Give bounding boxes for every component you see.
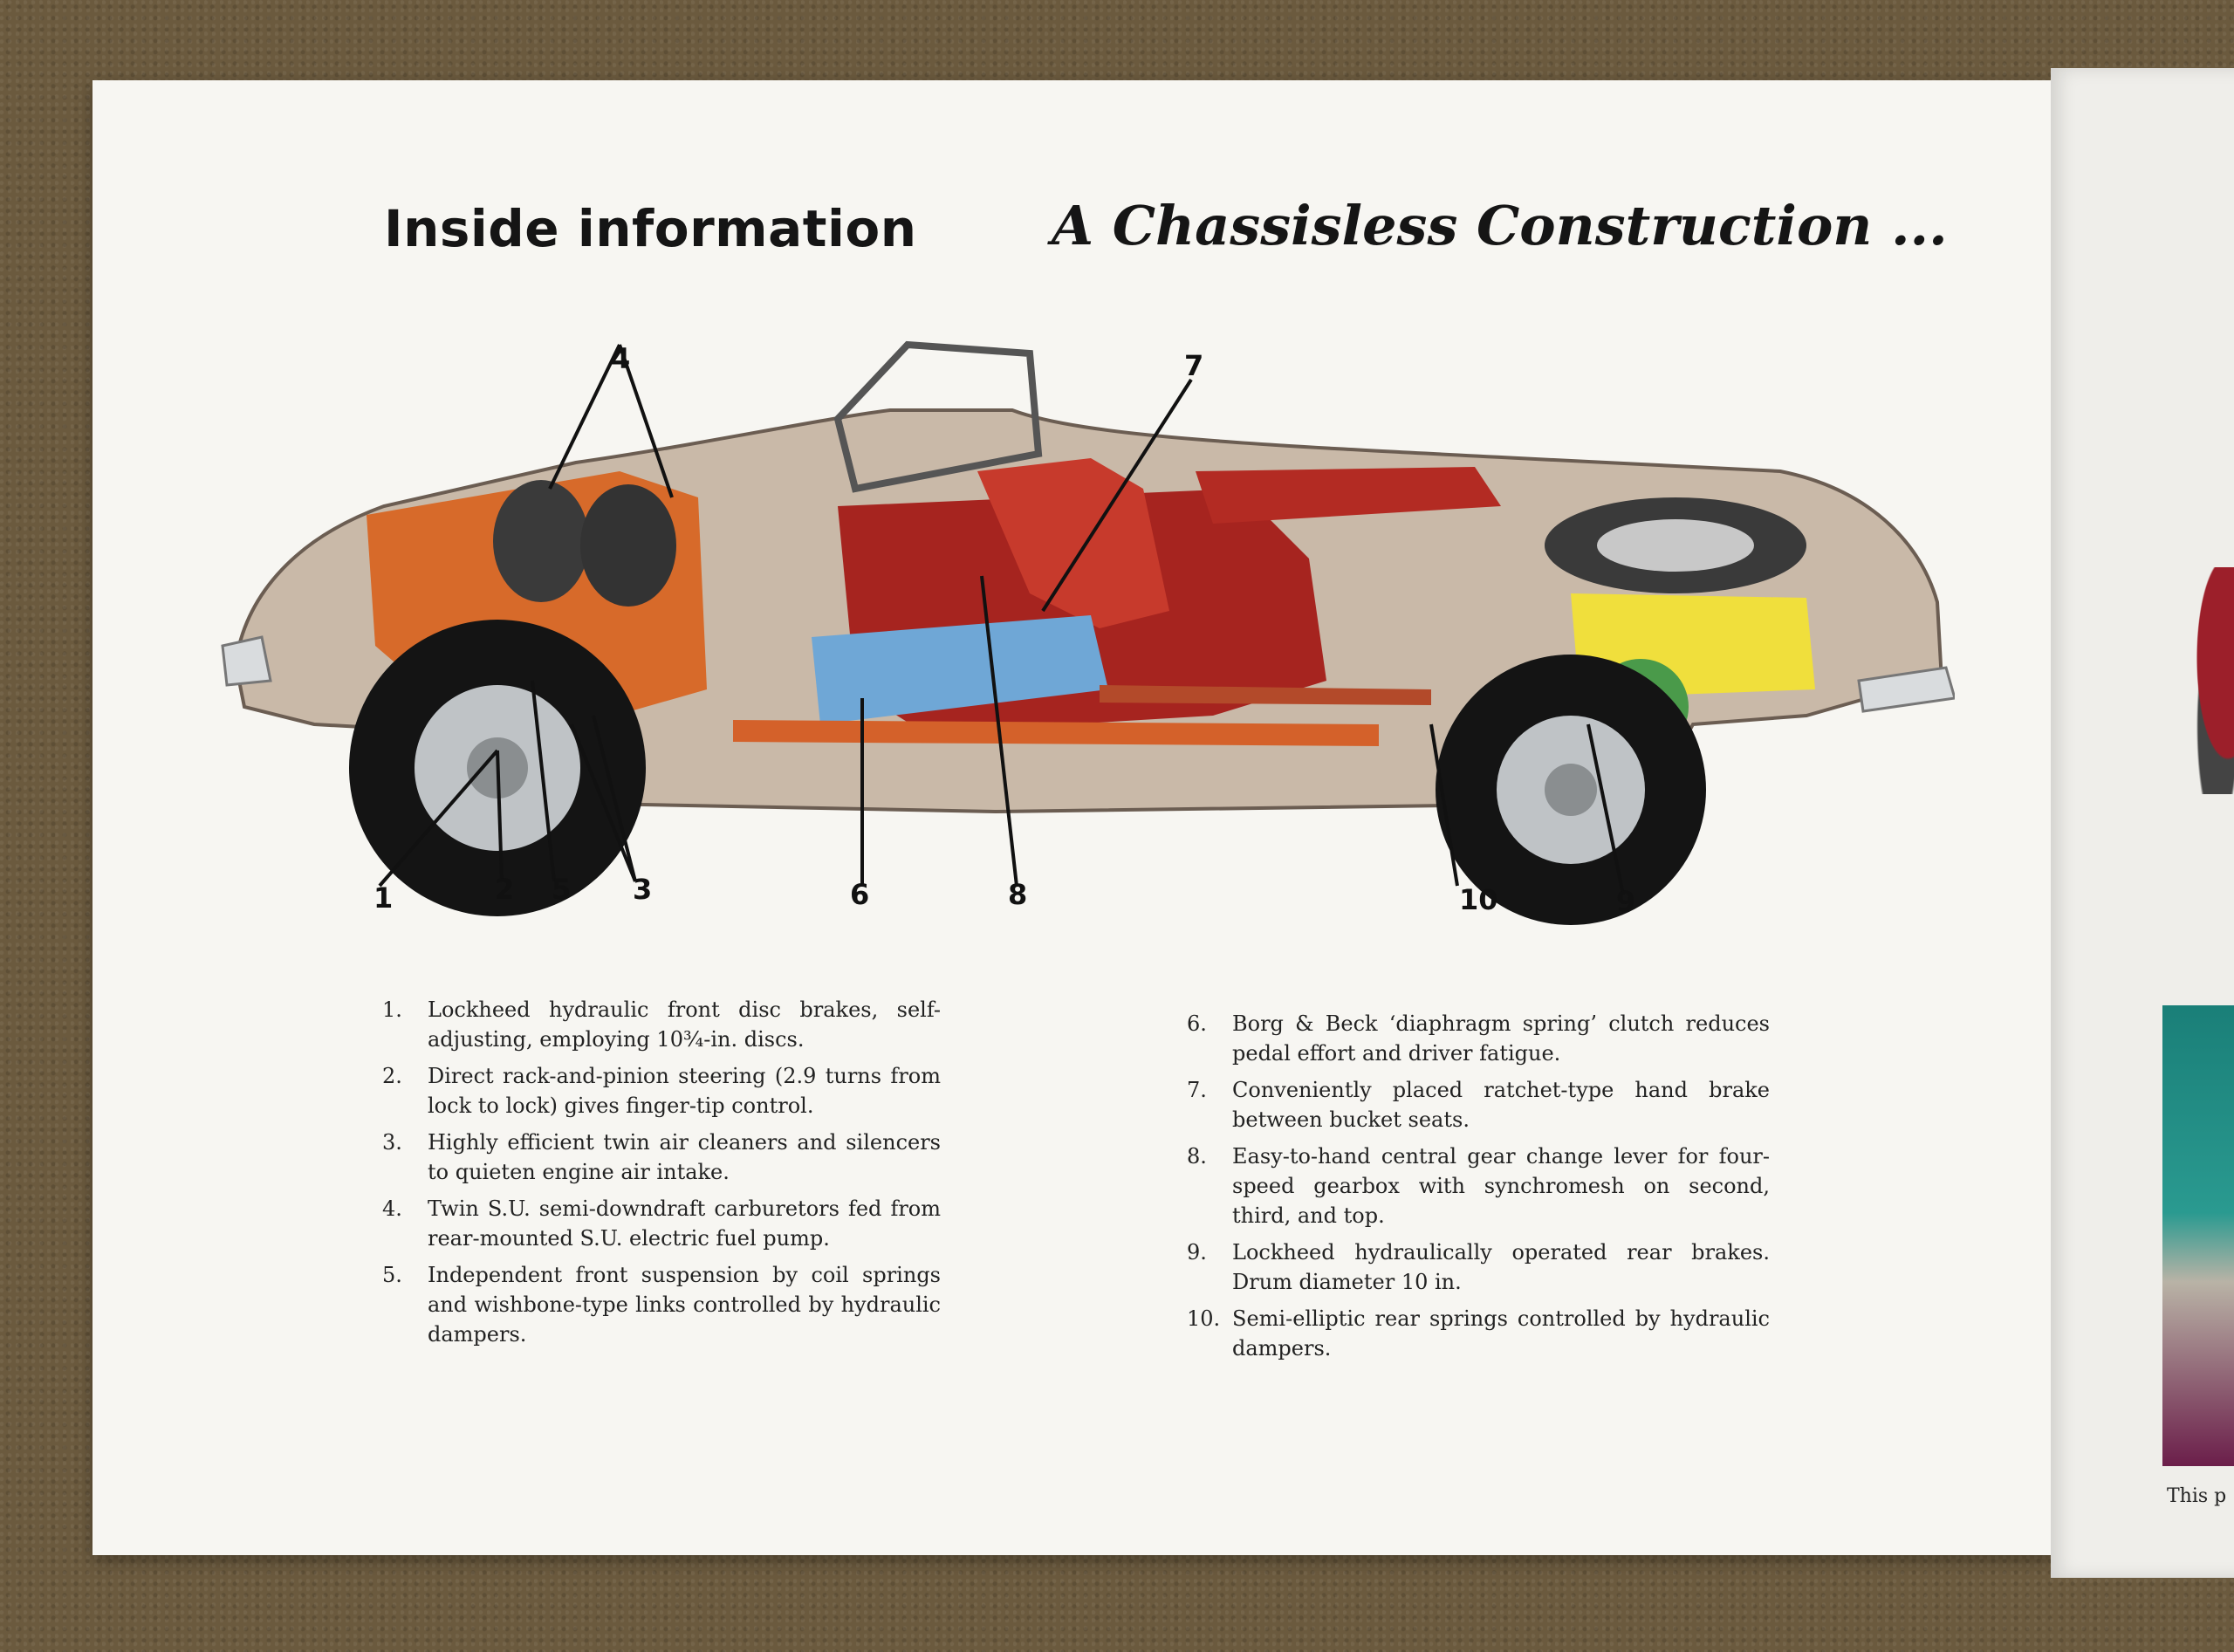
list-item: 8. Easy-to-hand central gear change leve…	[1187, 1144, 1770, 1228]
list-item: 10. Semi-elliptic rear springs controlle…	[1187, 1306, 1770, 1361]
list-item: 4. Twin S.U. semi-downdraft carburetors …	[382, 1196, 941, 1251]
callout-6: 6	[850, 878, 870, 911]
callout-2: 2	[495, 873, 515, 906]
list-item: 3. Highly efficient twin air cleaners an…	[382, 1130, 941, 1184]
list-item: 9. Lockheed hydraulically operated rear …	[1187, 1240, 1770, 1294]
list-item: 6. Borg & Beck ‘diaphragm spring’ clutch…	[1187, 1011, 1770, 1066]
next-page-photo	[2162, 1005, 2234, 1466]
page-title: Inside information	[384, 199, 917, 258]
callout-9: 9	[1616, 885, 1636, 918]
callout-3: 3	[633, 873, 653, 906]
list-item: 2. Direct rack-and-pinion steering (2.9 …	[382, 1064, 941, 1118]
list-item: 1. Lockheed hydraulic front disc brakes,…	[382, 997, 941, 1052]
callout-5: 5	[552, 873, 572, 906]
callout-1: 1	[373, 881, 394, 915]
callout-10: 10	[1459, 883, 1498, 916]
callout-8: 8	[1008, 878, 1028, 911]
feature-list-left: 1. Lockheed hydraulic front disc brakes,…	[382, 995, 941, 1356]
page-subtitle: A Chassisless Construction ...	[1052, 194, 1948, 257]
list-item: 7. Conveniently placed ratchet-type hand…	[1187, 1078, 1770, 1132]
feature-list-right: 6. Borg & Beck ‘diaphragm spring’ clutch…	[1187, 1009, 1770, 1370]
callout-4: 4	[611, 342, 631, 375]
callout-7: 7	[1184, 349, 1204, 382]
car-cutaway-illustration	[221, 340, 1955, 925]
list-item: 5. Independent front suspension by coil …	[382, 1263, 941, 1347]
next-page-car-fragment	[2186, 567, 2234, 794]
next-page-caption: This p	[2167, 1485, 2227, 1507]
